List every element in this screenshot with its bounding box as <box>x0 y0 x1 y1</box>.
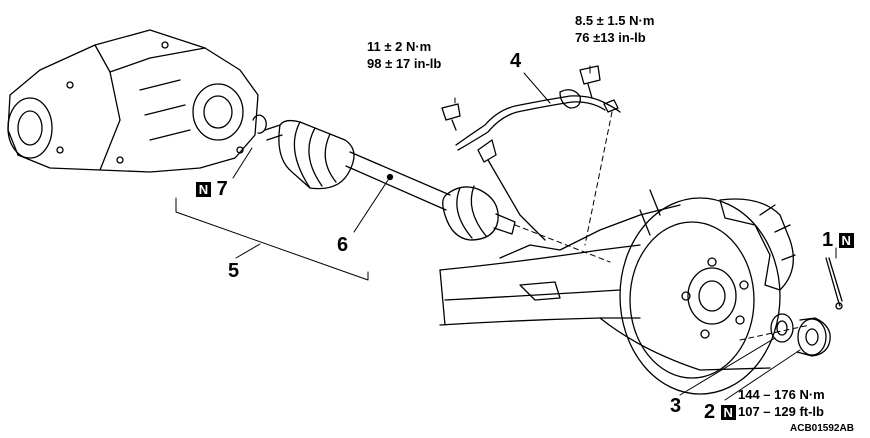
differential-housing <box>7 29 259 173</box>
brake-caliper <box>639 189 796 291</box>
callout-1: 1 N <box>822 229 854 252</box>
callout-7-number: 7 <box>216 178 228 200</box>
washer <box>770 313 794 343</box>
hub-nut-torque-imperial: 107 – 129 ft-lb <box>738 404 824 419</box>
brake-disc <box>619 197 781 395</box>
callout-1-number: 1 <box>822 229 834 251</box>
callout-4: 4 <box>510 50 522 72</box>
callout-6: 6 <box>337 234 349 256</box>
trailing-arm <box>439 204 771 371</box>
wheel-speed-sensor <box>441 65 621 241</box>
sensor-bolt-torque: 8.5 ± 1.5 N·m 76 ±13 in-lb <box>575 12 654 46</box>
new-part-badge: N <box>196 182 211 198</box>
hub-nut-torque-metric: 144 – 176 N·m <box>738 387 825 402</box>
new-part-badge: N <box>720 405 736 421</box>
new-part-badge: N <box>838 233 854 249</box>
bracket-bolt-torque-imperial: 98 ± 17 in-lb <box>367 56 442 71</box>
alignment-lines <box>514 111 811 341</box>
callout-5: 5 <box>228 260 240 282</box>
callout-7: N 7 <box>196 178 228 201</box>
drive-shaft <box>264 119 516 241</box>
callout-2-number: 2 <box>704 401 716 423</box>
sensor-bolt-torque-imperial: 76 ±13 in-lb <box>575 30 646 45</box>
hub-nut <box>796 317 831 357</box>
callout-2: 2 N <box>704 401 736 424</box>
sensor-bolt-torque-metric: 8.5 ± 1.5 N·m <box>575 13 655 28</box>
figure-code: ACB01592AB <box>790 423 854 434</box>
cotter-pin <box>825 257 843 310</box>
bracket-bolt-torque: 11 ± 2 N·m 98 ± 17 in-lb <box>367 38 441 72</box>
callout-3: 3 <box>670 395 682 417</box>
circlip <box>252 114 267 134</box>
bracket-bolt-torque-metric: 11 ± 2 N·m <box>367 39 432 54</box>
hub-nut-torque: 144 – 176 N·m 107 – 129 ft-lb <box>738 386 825 420</box>
leader-lines <box>175 65 837 401</box>
